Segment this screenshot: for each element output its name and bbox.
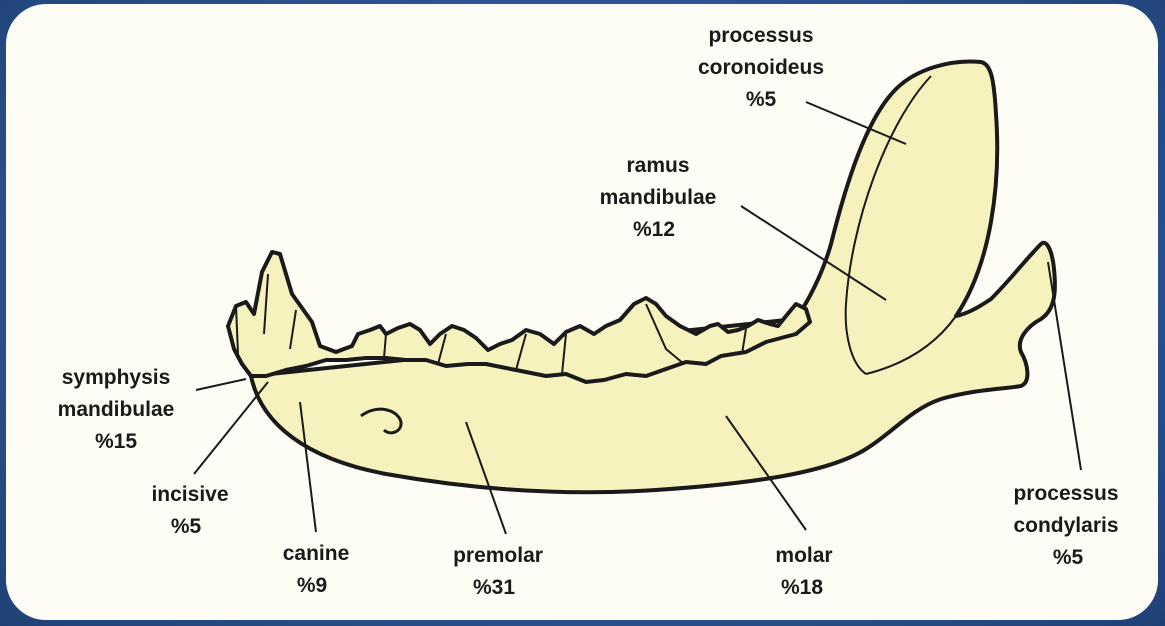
label-percent: %5 — [171, 515, 202, 538]
label-ramus-mandibulae: ramus mandibulae %12 — [600, 154, 717, 241]
label-line: ramus — [626, 154, 689, 177]
mandible-body — [251, 61, 1055, 492]
label-percent: %5 — [746, 88, 777, 111]
label-molar: molar %18 — [775, 544, 832, 599]
label-line: mandibulae — [58, 398, 175, 421]
label-line: canine — [283, 542, 350, 565]
label-percent: %5 — [1053, 546, 1084, 569]
label-line: incisive — [151, 483, 228, 506]
leader-symphysis — [196, 379, 246, 390]
label-line: molar — [775, 544, 832, 567]
label-line: processus — [1013, 482, 1118, 505]
label-processus-coronoideus: processus coronoideus %5 — [698, 24, 824, 111]
mandible-diagram: processus coronoideus %5 ramus mandibula… — [6, 4, 1158, 620]
label-premolar: premolar %31 — [453, 544, 543, 599]
label-percent: %18 — [781, 576, 823, 599]
label-processus-condylaris: processus condylaris %5 — [1013, 482, 1118, 569]
leader-incisive — [194, 382, 268, 474]
label-line: processus — [708, 24, 813, 47]
label-line: coronoideus — [698, 56, 824, 79]
label-canine: canine %9 — [283, 542, 350, 597]
diagram-panel: processus coronoideus %5 ramus mandibula… — [6, 4, 1158, 620]
label-percent: %15 — [95, 430, 137, 453]
label-line: mandibulae — [600, 186, 717, 209]
label-symphysis-mandibulae: symphysis mandibulae %15 — [58, 366, 175, 453]
label-line: premolar — [453, 544, 543, 567]
label-incisive: incisive %5 — [151, 483, 228, 538]
label-line: symphysis — [62, 366, 171, 389]
label-percent: %12 — [633, 218, 675, 241]
label-line: condylaris — [1013, 514, 1118, 537]
leader-condylaris — [1048, 262, 1081, 470]
label-percent: %9 — [297, 574, 327, 597]
label-percent: %31 — [473, 576, 515, 599]
